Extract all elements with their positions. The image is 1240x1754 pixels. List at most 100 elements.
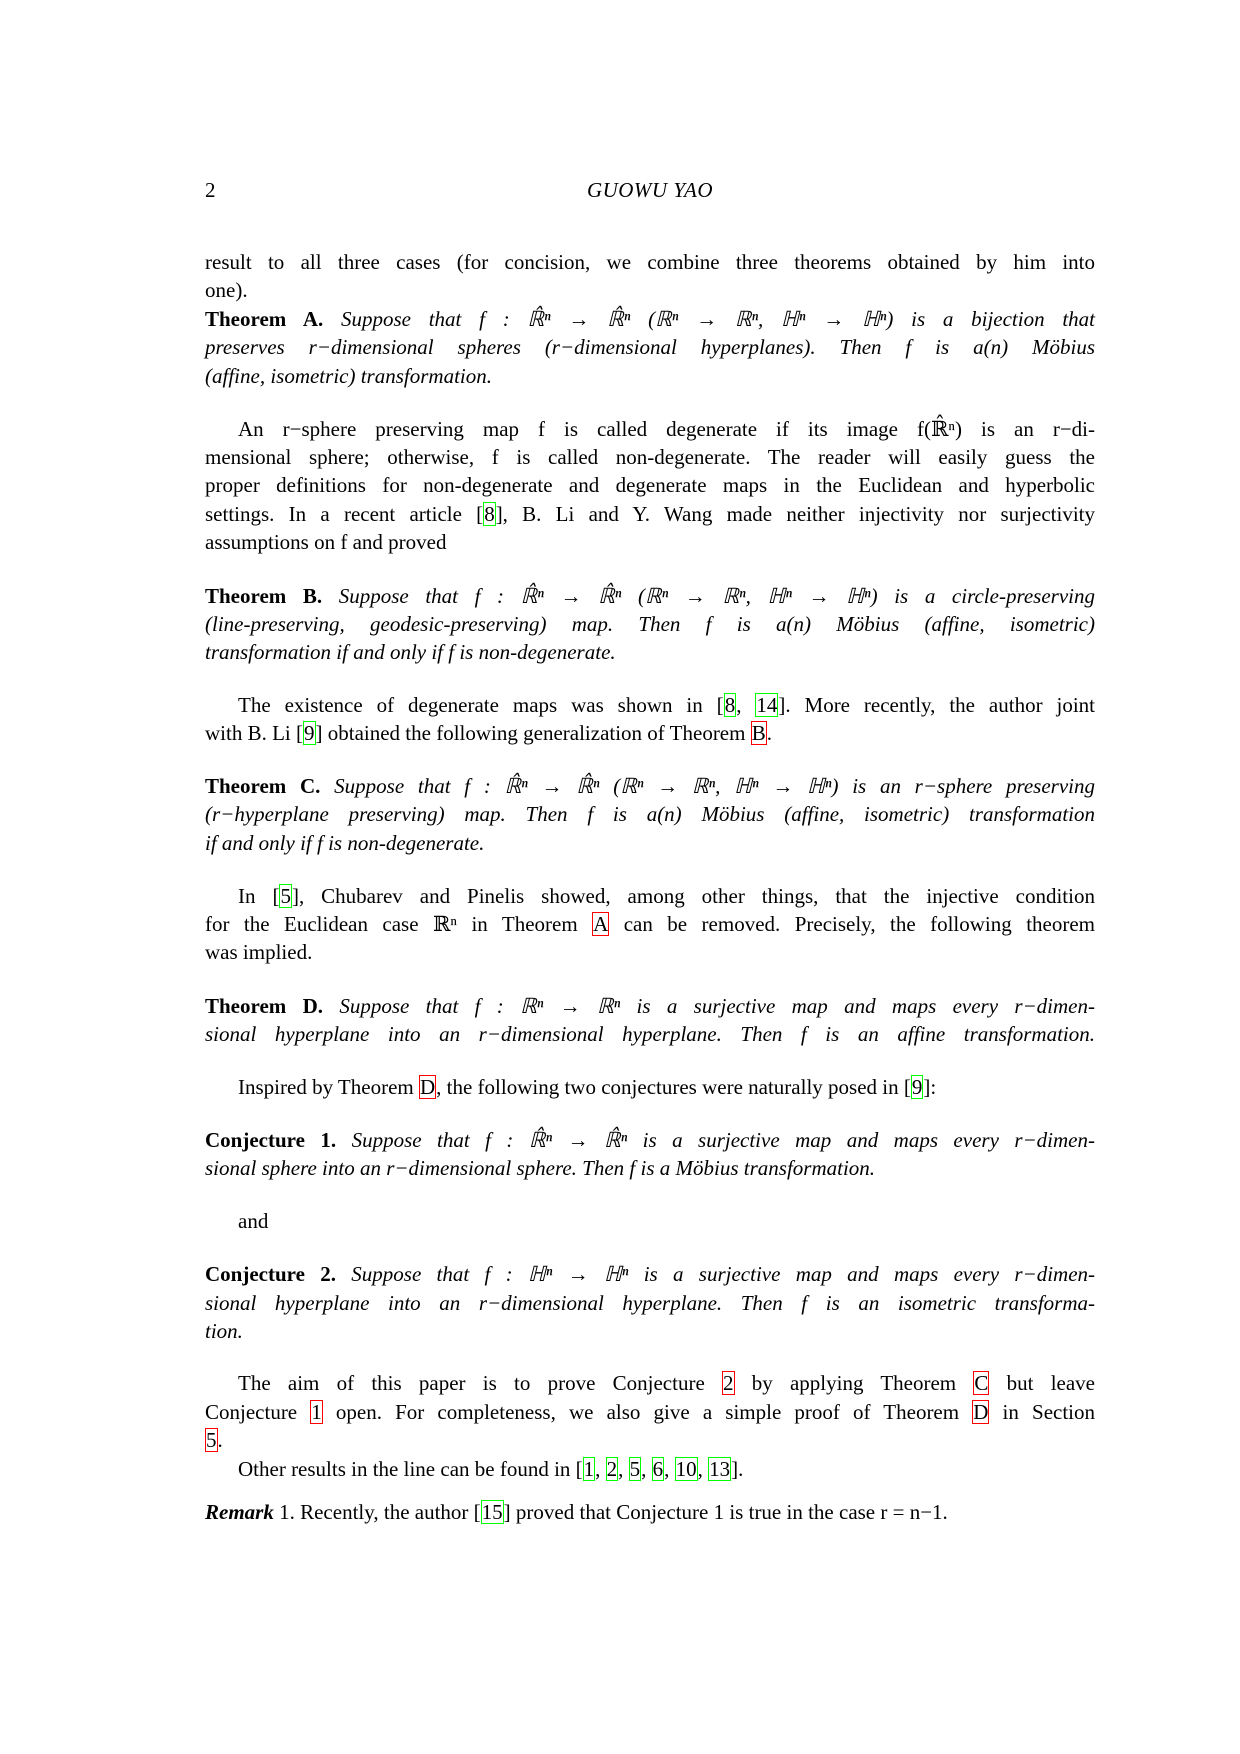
theorem-a-line: Theorem A. Suppose that f : ℝ̂ⁿ → ℝ̂ⁿ (ℝ… [205,305,1095,333]
running-title: GUOWU YAO [586,178,714,202]
text-line: with B. Li [9] obtained the following ge… [205,721,772,745]
text-line: mensional sphere; otherwise, f is called… [205,445,1095,469]
theorem-d-line: Theorem D. Suppose that f : ℝⁿ → ℝⁿ is a… [205,992,1095,1020]
text-span: for the Euclidean case ℝⁿ in Theorem [205,912,593,936]
text-span: In [ [238,884,280,908]
text-span: settings. In a recent article [ [205,502,484,526]
theorem-b-line: Theorem B. Suppose that f : ℝ̂ⁿ → ℝ̂ⁿ (ℝ… [205,582,1095,610]
theorem-text: Suppose that f : ℝ̂ⁿ → ℝ̂ⁿ (ℝⁿ → ℝⁿ, ℍⁿ … [338,584,1095,608]
conjecture-text: Suppose that f : ℝ̂ⁿ → ℝ̂ⁿ is a surjecti… [351,1128,1095,1152]
theorem-ref-link[interactable]: B [750,721,767,745]
theorem-ref-link[interactable]: A [592,912,610,936]
citation-link[interactable]: 8 [723,693,737,717]
page-number: 2 [205,178,216,202]
conjecture-text: Suppose that f : ℍⁿ → ℍⁿ is a surjective… [351,1262,1096,1286]
text-line: An r−sphere preserving map f is called d… [238,417,1095,441]
text-span: The existence of degenerate maps was sho… [238,693,724,717]
conjecture-2-line: sional hyperplane into an r−dimensional … [205,1291,1095,1315]
text-span: by applying Theorem [734,1371,974,1395]
theorem-c-label: Theorem C. [205,774,321,798]
text-span: ] proved that Conjecture 1 is true in th… [503,1500,948,1524]
conjecture-ref-link[interactable]: 1 [310,1400,323,1424]
text-line: 5. [205,1426,1095,1454]
text-span: ], B. Li and Y. Wang made neither inject… [495,502,1095,526]
theorem-a-label: Theorem A. [205,307,324,331]
citation-link[interactable]: 10 [674,1457,698,1481]
text-line: one). [205,278,248,302]
theorem-ref-link[interactable]: D [972,1400,990,1424]
separator: , [697,1457,709,1481]
citation-link[interactable]: 15 [480,1500,504,1524]
text-span: ]. More recently, the author joint [778,693,1095,717]
separator: , [641,1457,652,1481]
text-span: , the following two conjectures were nat… [436,1075,911,1099]
theorem-text: Suppose that f : ℝⁿ → ℝⁿ is a surjective… [339,994,1095,1018]
text-line: settings. In a recent article [8], B. Li… [205,500,1095,528]
theorem-b-label: Theorem B. [205,584,323,608]
text-span: ]. [731,1457,744,1481]
text-span: . [217,1428,223,1452]
theorem-d-line: sional hyperplane into an r−dimensional … [205,1022,1095,1046]
theorem-a-line: preserves r−dimensional spheres (r−dimen… [205,335,1095,359]
text-line: and [238,1209,269,1233]
text-line: Conjecture 1 open. For completeness, we … [205,1398,1095,1426]
conjecture-ref-link[interactable]: 2 [722,1371,735,1395]
text-line: Inspired by Theorem D, the following two… [238,1073,1095,1101]
citation-link[interactable]: 14 [755,693,779,717]
conjecture-2-line: tion. [205,1319,243,1343]
text-span: can be removed. Precisely, the following… [609,912,1095,936]
theorem-c-line: Theorem C. Suppose that f : ℝ̂ⁿ → ℝ̂ⁿ (ℝ… [205,772,1095,800]
citation-link[interactable]: 2 [605,1457,619,1481]
theorem-c-line: if and only if f is non-degenerate. [205,831,485,855]
text-line: assumptions on f and proved [205,530,447,554]
citation-link[interactable]: 5 [628,1457,642,1481]
separator: , [595,1457,606,1481]
theorem-b-line: transformation if and only if f is non-d… [205,640,616,664]
text-span: ], Chubarev and Pinelis showed, among ot… [291,884,1095,908]
citation-link[interactable]: 9 [303,721,316,745]
text-span: The aim of this paper is to prove Conjec… [238,1371,723,1395]
section-ref-link[interactable]: 5 [205,1428,218,1452]
text-span: with B. Li [ [205,721,303,745]
conjecture-2-label: Conjecture 2. [205,1262,336,1286]
text-line: In [5], Chubarev and Pinelis showed, amo… [238,882,1095,910]
text-span: but leave [989,1371,1095,1395]
citation-link[interactable]: 6 [651,1457,665,1481]
text-span: Inspired by Theorem [238,1075,419,1099]
citation-link[interactable]: 1 [582,1457,596,1481]
theorem-d-label: Theorem D. [205,994,323,1018]
text-line: proper definitions for non-degenerate an… [205,473,1095,497]
conjecture-1-line: Conjecture 1. Suppose that f : ℝ̂ⁿ → ℝ̂ⁿ… [205,1126,1095,1154]
text-span: in Section [989,1400,1096,1424]
text-span: 1. Recently, the author [ [273,1500,481,1524]
theorem-ref-link[interactable]: D [418,1075,437,1099]
citation-link[interactable]: 5 [279,884,292,908]
text-line: Other results in the line can be found i… [238,1455,1095,1483]
text-span: Other results in the line can be found i… [238,1457,583,1481]
conjecture-1-line: sional sphere into an r−dimensional sphe… [205,1156,876,1180]
theorem-b-line: (line-preserving, geodesic-preserving) m… [205,612,1095,636]
remark-line: Remark 1. Recently, the author [15] prov… [205,1498,1095,1526]
citation-link[interactable]: 8 [483,502,496,526]
theorem-a-line: (affine, isometric) transformation. [205,364,492,388]
remark-label: Remark [205,1500,274,1524]
text-span: ] obtained the following generalization … [315,721,751,745]
theorem-text: Suppose that f : ℝ̂ⁿ → ℝ̂ⁿ (ℝⁿ → ℝⁿ, ℍⁿ … [334,774,1095,798]
separator: , [618,1457,629,1481]
text-span: ]: [923,1075,937,1099]
text-line: for the Euclidean case ℝⁿ in Theorem A c… [205,910,1095,938]
conjecture-2-line: Conjecture 2. Suppose that f : ℍⁿ → ℍⁿ i… [205,1260,1095,1288]
citation-link[interactable]: 9 [910,1075,924,1099]
text-span: Conjecture [205,1400,311,1424]
text-span: open. For completeness, we also give a s… [322,1400,973,1424]
text-line: The aim of this paper is to prove Conjec… [238,1369,1095,1397]
text-line: result to all three cases (for concision… [205,250,1095,274]
theorem-text: Suppose that f : ℝ̂ⁿ → ℝ̂ⁿ (ℝⁿ → ℝⁿ, ℍⁿ … [341,307,1095,331]
text-line: was implied. [205,940,313,964]
conjecture-1-label: Conjecture 1. [205,1128,337,1152]
separator: , [664,1457,675,1481]
theorem-ref-link[interactable]: C [973,1371,990,1395]
text-line: The existence of degenerate maps was sho… [238,693,1095,717]
citation-link[interactable]: 13 [708,1457,732,1481]
